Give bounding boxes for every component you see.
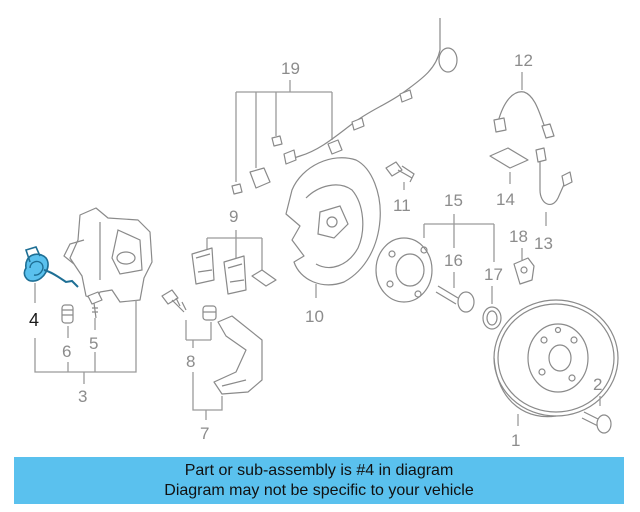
callout-15: 15 xyxy=(444,191,463,210)
part-15-hub xyxy=(375,237,433,303)
abs-sensor-cable xyxy=(283,18,458,165)
part-5-bolt xyxy=(87,291,103,319)
banner-line-2: Diagram may not be specific to your vehi… xyxy=(164,481,474,499)
part-13-brake-line xyxy=(535,147,573,206)
callout-13: 13 xyxy=(534,234,553,253)
callout-11: 11 xyxy=(393,196,411,215)
callout-14: 14 xyxy=(496,190,515,209)
callout-4: 4 xyxy=(29,310,39,330)
parts-diagram: 4 6 5 3 8 7 9 xyxy=(23,18,619,450)
part-14-clip xyxy=(489,147,529,169)
callout-10: 10 xyxy=(305,307,324,326)
part-8-bolts xyxy=(161,289,217,321)
part-1-rotor xyxy=(493,299,619,418)
callout-8: 8 xyxy=(186,352,195,371)
part-6-boot xyxy=(61,304,74,324)
part-16-bolt xyxy=(435,285,475,313)
banner-line-1: Part or sub-assembly is #4 in diagram xyxy=(184,461,454,479)
part-11-bolt xyxy=(385,161,415,183)
callout-17: 17 xyxy=(484,265,503,284)
callout-2: 2 xyxy=(593,375,602,394)
callout-1: 1 xyxy=(511,431,520,450)
info-banner: Part or sub-assembly is #4 in diagram Di… xyxy=(14,457,624,504)
callout-16: 16 xyxy=(444,251,463,270)
part-10-splash-shield xyxy=(285,157,381,286)
part-9-brake-pads xyxy=(191,247,277,295)
callout-19: 19 xyxy=(281,59,300,78)
part-12-brake-hose xyxy=(493,91,555,139)
callout-7: 7 xyxy=(200,424,209,443)
part-18-bracket xyxy=(513,257,535,285)
callout-12: 12 xyxy=(514,51,533,70)
callout-18: 18 xyxy=(509,227,528,246)
part-4-spring-clip[interactable] xyxy=(23,246,79,288)
callout-5: 5 xyxy=(89,334,98,353)
callout-3: 3 xyxy=(78,387,87,406)
part-19-sensor-pins xyxy=(231,135,343,195)
part-3-caliper xyxy=(63,207,153,303)
part-2-bolt xyxy=(581,411,612,434)
part-7-bracket xyxy=(213,315,263,395)
callout-9: 9 xyxy=(229,207,238,226)
part-17-cap xyxy=(482,306,502,330)
callout-6: 6 xyxy=(62,342,71,361)
